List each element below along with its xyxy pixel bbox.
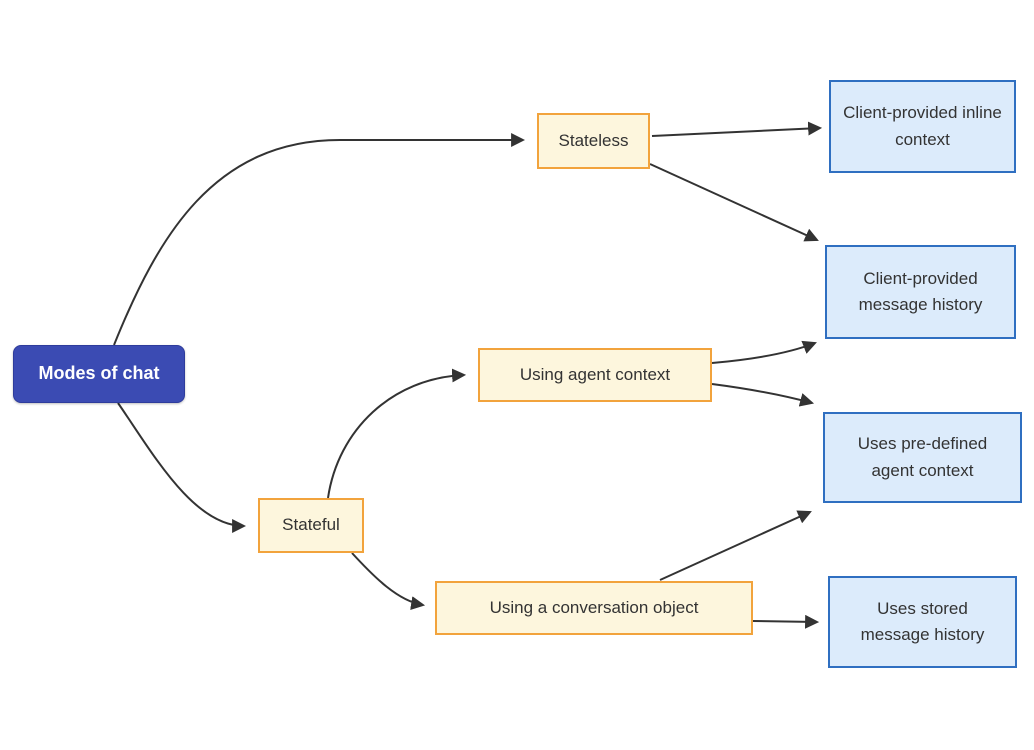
edge-conversation-to-predefined <box>659 510 812 581</box>
edge-conversation-to-stored <box>752 614 820 629</box>
edge-stateless-to-message-history <box>649 163 819 242</box>
node-uses-predefined-agent-context: Uses pre-defined agent context <box>823 412 1022 503</box>
node-modes-of-chat: Modes of chat <box>13 345 185 403</box>
edge-stateful-to-agent-context <box>327 368 467 499</box>
node-using-a-conversation-object: Using a conversation object <box>435 581 753 635</box>
node-stateless: Stateless <box>537 113 650 169</box>
node-client-provided-message-history: Client-provided message history <box>825 245 1016 339</box>
node-using-agent-context: Using agent context <box>478 348 712 402</box>
edge-agent-context-to-message-history <box>711 340 817 364</box>
edge-modes-to-stateful <box>117 402 247 533</box>
node-uses-stored-message-history: Uses stored message history <box>828 576 1017 668</box>
node-client-provided-inline-context: Client-provided inline context <box>829 80 1016 173</box>
edge-modes-to-stateless <box>113 133 526 346</box>
node-stateful: Stateful <box>258 498 364 553</box>
edge-stateless-to-inline-context <box>651 121 823 137</box>
edge-agent-context-to-predefined <box>711 383 815 407</box>
edge-stateful-to-conversation <box>351 552 426 611</box>
